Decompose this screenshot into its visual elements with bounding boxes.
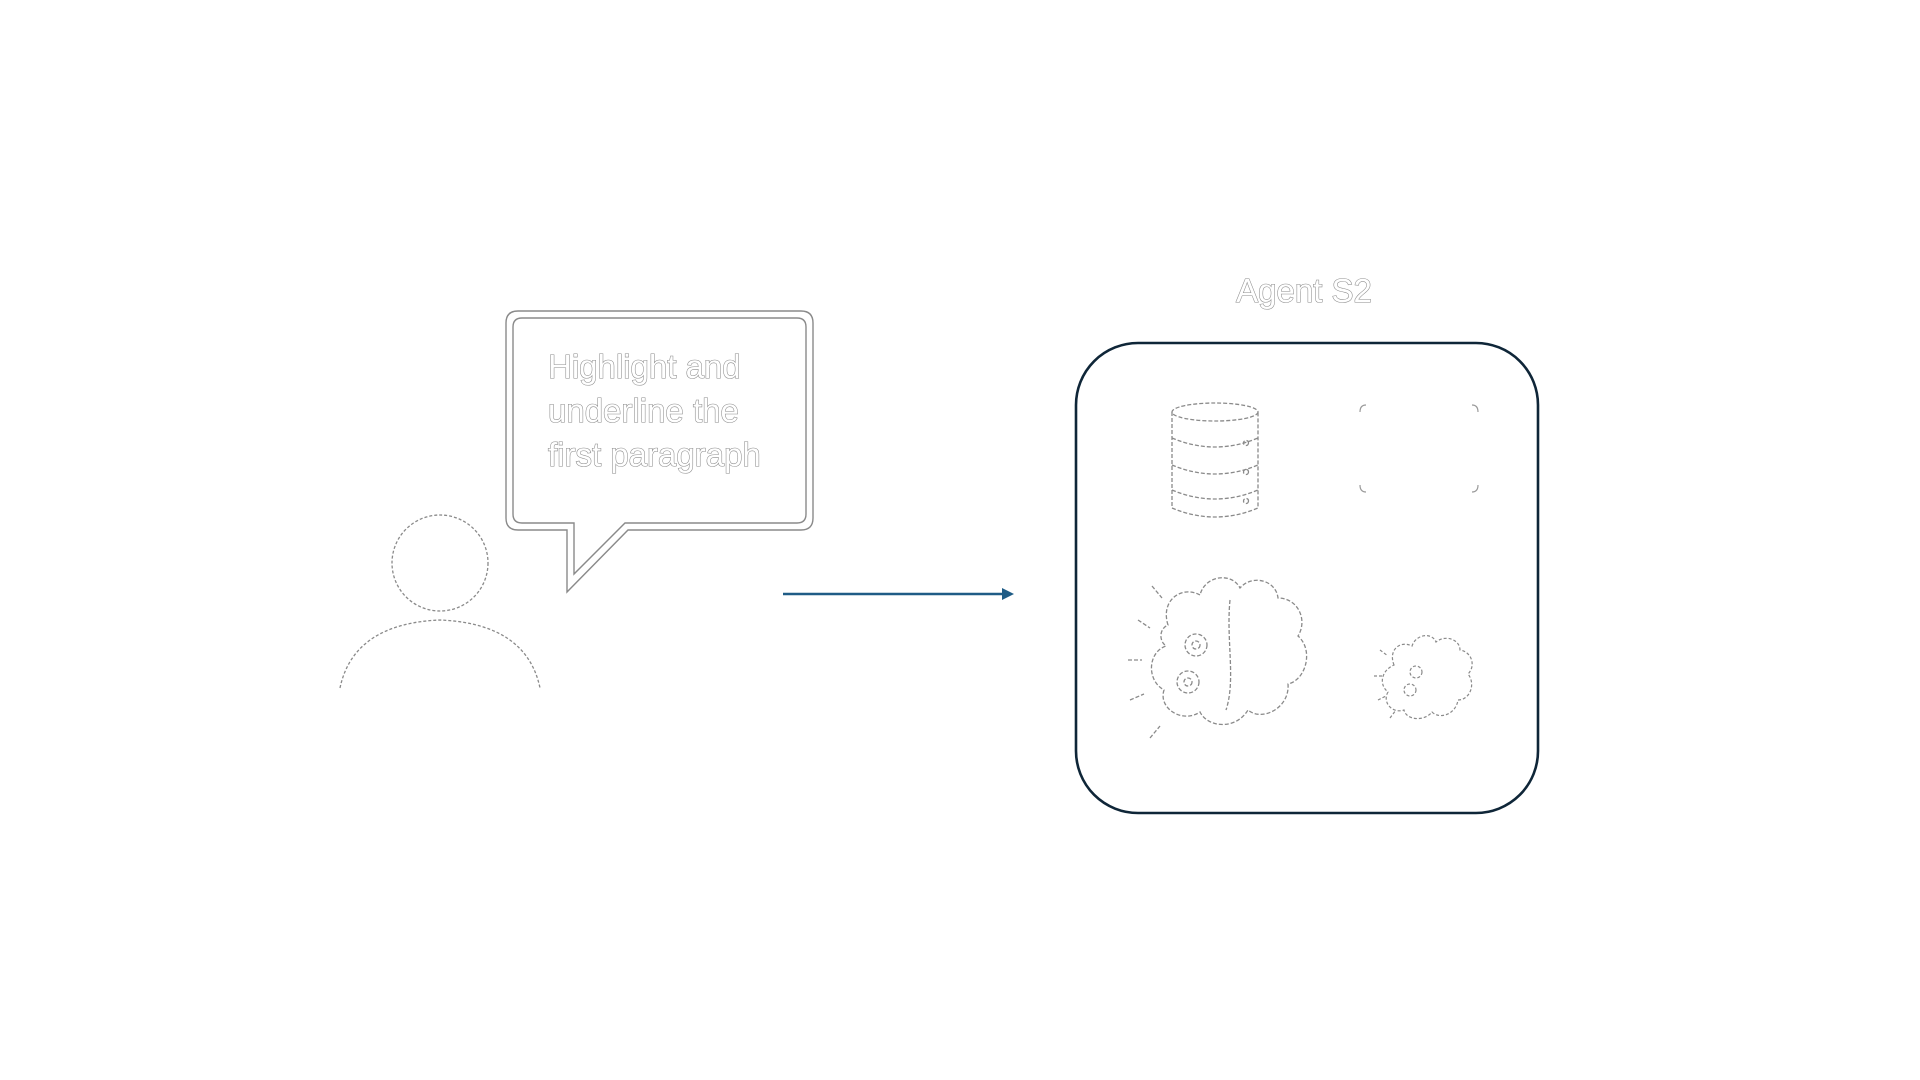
placeholder-icon: [1359, 404, 1479, 493]
small-brain-gears-icon: [1374, 635, 1473, 720]
agent-title: Agent S2: [1236, 272, 1372, 309]
prompt-line-3: first paragraph: [548, 436, 761, 473]
prompt-line-1: Highlight and: [548, 348, 741, 385]
brain-gears-icon: [1128, 577, 1308, 739]
prompt-line-2: underline the: [548, 392, 739, 429]
speech-bubble-icon: [505, 310, 814, 594]
database-icon: [1171, 402, 1259, 518]
arrow-right-icon: [783, 588, 1014, 600]
user-prompt-text: Highlight and underline the first paragr…: [547, 347, 761, 473]
user-icon: [339, 514, 541, 689]
agent-box: [1074, 341, 1540, 815]
